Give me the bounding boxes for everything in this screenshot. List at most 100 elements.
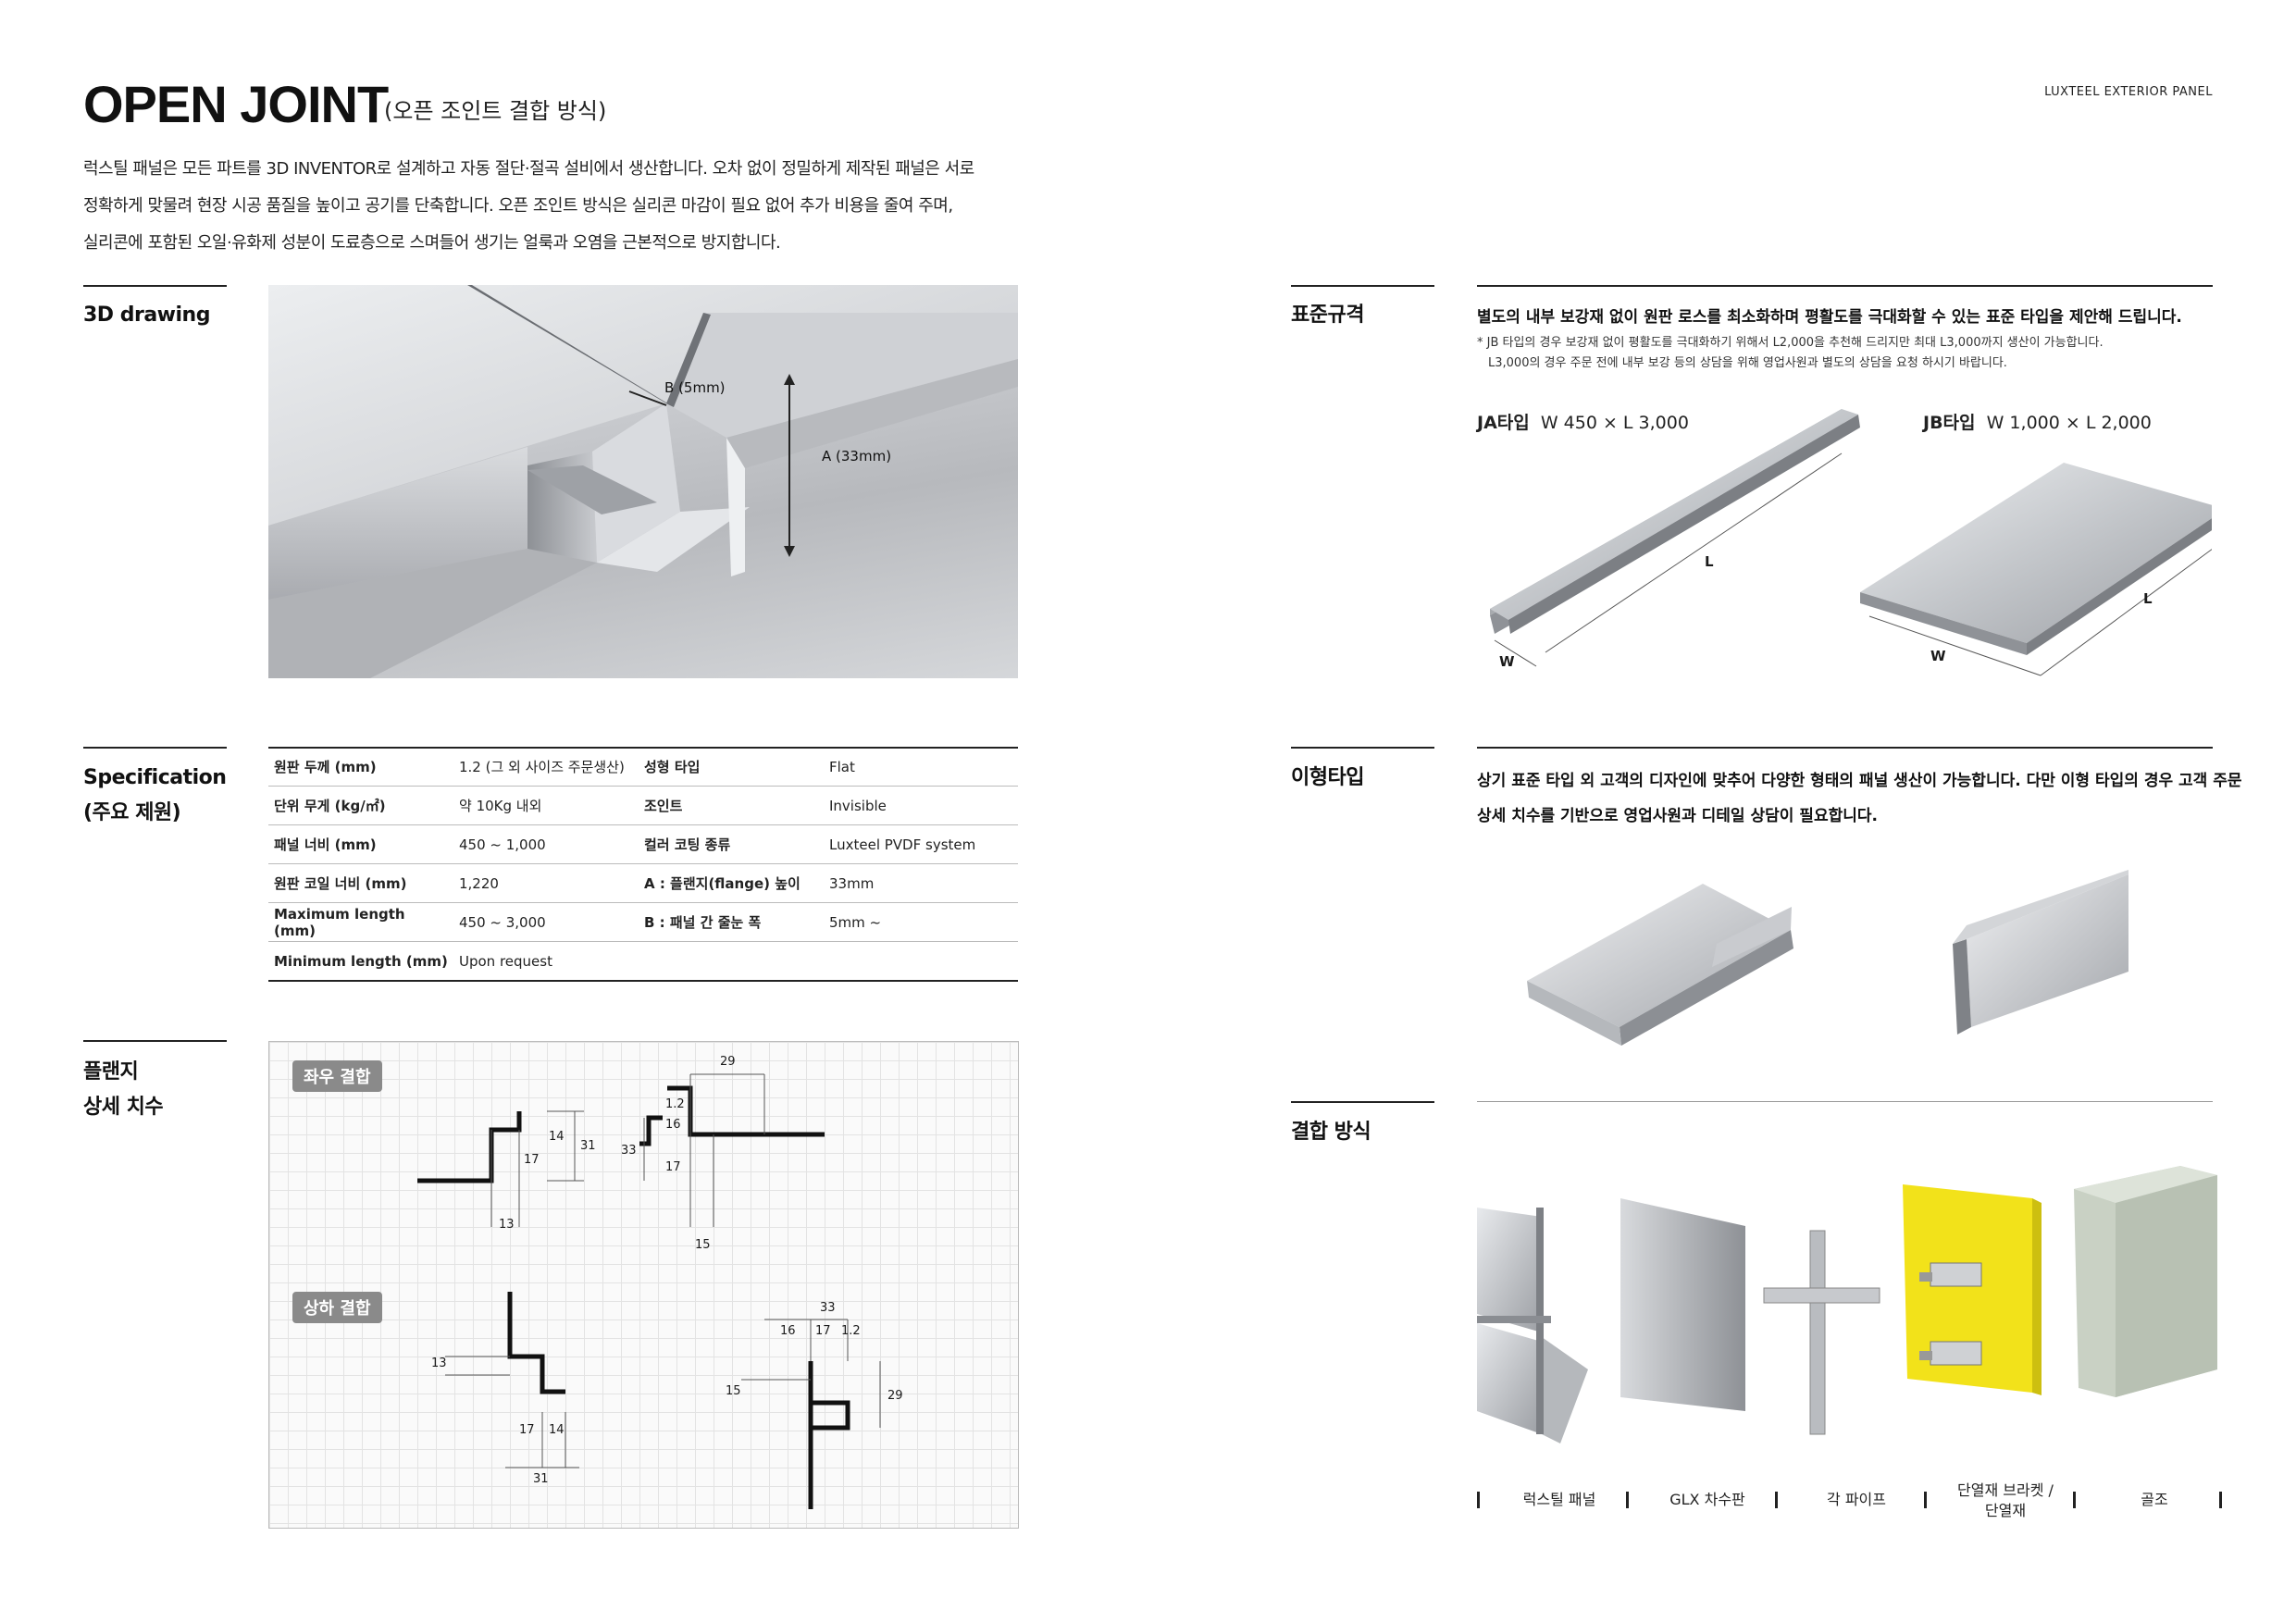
jb-type-size: W 1,000 × L 2,000 bbox=[1986, 413, 2152, 433]
dim-label: 14 bbox=[549, 1423, 565, 1437]
combo-label-bracket-line-2: 단열재 bbox=[1984, 1502, 2027, 1519]
standard-panels-image bbox=[1490, 409, 2212, 676]
dim-label: 17 bbox=[524, 1153, 540, 1167]
table-row: 단위 무게 (kg/㎡) 약 10Kg 내외 조인트 Invisible bbox=[268, 786, 1018, 825]
ja-type-name: JA타입 bbox=[1477, 413, 1530, 433]
intro-line-2: 정확하게 맞물려 현장 시공 품질을 높이고 공기를 단축합니다. 오픈 조인트… bbox=[83, 196, 953, 216]
dim-label: 15 bbox=[726, 1384, 741, 1398]
separator-bar bbox=[2073, 1492, 2076, 1508]
spec-key: Maximum length (mm) bbox=[268, 902, 453, 942]
combo-label-glx-board: GLX 차수판 bbox=[1669, 1491, 1745, 1508]
intro-text: 럭스틸 패널은 모든 파트를 3D INVENTOR로 설계하고 자동 절단·절… bbox=[83, 151, 1027, 262]
irregular-text: 상기 표준 타입 외 고객의 디자인에 맞추어 다양한 형태의 패널 생산이 가… bbox=[1477, 763, 2242, 834]
table-row: 패널 너비 (mm) 450 ~ 1,000 컬러 코팅 종류 Luxteel … bbox=[268, 824, 1018, 864]
section-rule bbox=[83, 285, 227, 287]
dim-label: 29 bbox=[720, 1055, 736, 1069]
3d-drawing-image: B (5mm) A (33mm) bbox=[268, 285, 1018, 678]
spec-key: Minimum length (mm) bbox=[268, 941, 453, 982]
combination-image bbox=[1477, 1166, 2217, 1443]
section-rule bbox=[1477, 747, 2213, 749]
dim-label: 33 bbox=[621, 1144, 637, 1158]
ja-dim-w: W bbox=[1499, 653, 1515, 670]
irregular-line-2: 상세 치수를 기반으로 영업사원과 디테일 상담이 필요합니다. bbox=[1477, 807, 1878, 825]
standard-note-1: * JB 타입의 경우 보강재 없이 평활도를 극대화하기 위해서 L2,000… bbox=[1477, 336, 2104, 350]
section-label-specification: Specification (주요 제원) bbox=[83, 761, 227, 831]
section-rule bbox=[1291, 285, 1434, 287]
section-label-standard: 표준규격 bbox=[1291, 304, 1364, 327]
jb-type-name: JB타입 bbox=[1923, 413, 1976, 433]
standard-headline: 별도의 내부 보강재 없이 원판 로스를 최소화하며 평활도를 극대화할 수 있… bbox=[1477, 308, 2182, 327]
spec-key: 성형 타입 bbox=[639, 748, 824, 787]
section-rule bbox=[1291, 747, 1434, 749]
dim-label: 29 bbox=[887, 1389, 903, 1403]
spec-label-line-2: (주요 제원) bbox=[83, 801, 181, 824]
page-subtitle: (오픈 조인트 결합 방식) bbox=[384, 98, 607, 124]
spec-key: A : 플랜지(flange) 높이 bbox=[639, 863, 824, 903]
dim-label: 17 bbox=[519, 1423, 535, 1437]
jb-dim-l: L bbox=[2143, 590, 2153, 607]
separator-bar bbox=[1626, 1492, 1629, 1508]
spec-value: 1,220 bbox=[453, 863, 639, 903]
separator-bar bbox=[1775, 1492, 1778, 1508]
spec-key: 원판 두께 (mm) bbox=[268, 748, 453, 787]
luxteel-panel-illustration bbox=[1477, 1208, 1588, 1443]
table-row: Maximum length (mm) 450 ~ 3,000 B : 패널 간… bbox=[268, 902, 1018, 942]
spec-key bbox=[639, 941, 824, 982]
section-rule bbox=[1477, 1101, 2213, 1102]
spec-value: 5mm ~ bbox=[824, 902, 1018, 942]
table-row: 원판 두께 (mm) 1.2 (그 외 사이즈 주문생산) 성형 타입 Flat bbox=[268, 748, 1018, 787]
spec-value: Upon request bbox=[453, 941, 639, 982]
dim-label: 17 bbox=[815, 1324, 831, 1338]
dim-label: 1.2 bbox=[665, 1097, 685, 1111]
spec-key: 조인트 bbox=[639, 786, 824, 825]
square-pipe-illustration bbox=[1763, 1230, 1880, 1435]
spec-label-line-1: Specification bbox=[83, 766, 227, 789]
spec-value: 450 ~ 3,000 bbox=[453, 902, 639, 942]
flange-label-line-1: 플랜지 bbox=[83, 1060, 139, 1084]
section-label-combination: 결합 방식 bbox=[1291, 1121, 1371, 1144]
intro-line-1: 럭스틸 패널은 모든 파트를 3D INVENTOR로 설계하고 자동 절단·절… bbox=[83, 159, 974, 179]
combo-label-bracket-insulation: 단열재 브라켓 / 단열재 bbox=[1936, 1481, 2075, 1521]
dim-label: 16 bbox=[780, 1324, 796, 1338]
section-rule bbox=[1477, 285, 2213, 287]
table-row: 원판 코일 너비 (mm) 1,220 A : 플랜지(flange) 높이 3… bbox=[268, 863, 1018, 903]
jb-dim-w: W bbox=[1930, 648, 1946, 664]
page-title: OPEN JOINT bbox=[83, 75, 389, 133]
brand-label: LUXTEEL EXTERIOR PANEL bbox=[2044, 85, 2213, 99]
dim-label: 13 bbox=[431, 1357, 447, 1370]
section-label-flange: 플랜지 상세 치수 bbox=[83, 1055, 164, 1125]
combo-label-luxteel-panel: 럭스틸 패널 bbox=[1522, 1491, 1596, 1508]
spec-key: 패널 너비 (mm) bbox=[268, 824, 453, 864]
irregular-line-1: 상기 표준 타입 외 고객의 디자인에 맞추어 다양한 형태의 패널 생산이 가… bbox=[1477, 772, 2242, 790]
dim-label: 15 bbox=[695, 1238, 711, 1252]
ja-type-label: JA타입 W 450 × L 3,000 bbox=[1477, 409, 1689, 434]
bracket-insulation-illustration bbox=[1903, 1184, 2042, 1395]
spec-value: Flat bbox=[824, 748, 1018, 787]
separator-bar bbox=[1924, 1492, 1927, 1508]
dim-label: 33 bbox=[820, 1301, 836, 1315]
jb-type-label: JB타입 W 1,000 × L 2,000 bbox=[1923, 409, 2152, 434]
dim-b-label: B (5mm) bbox=[664, 379, 726, 396]
glx-board-illustration bbox=[1620, 1198, 1745, 1411]
irregular-panels-image bbox=[1527, 870, 2128, 1046]
intro-line-3: 실리콘에 포함된 오일·유화제 성분이 도료층으로 스며들어 생기는 얼룩과 오… bbox=[83, 233, 781, 253]
section-rule bbox=[83, 747, 227, 749]
spec-key: 컬러 코팅 종류 bbox=[639, 824, 824, 864]
spec-key: 단위 무게 (kg/㎡) bbox=[268, 786, 453, 825]
section-rule bbox=[83, 1040, 227, 1042]
combo-label-frame: 골조 bbox=[2141, 1491, 2168, 1508]
spec-key: 원판 코일 너비 (mm) bbox=[268, 863, 453, 903]
spec-table: 원판 두께 (mm) 1.2 (그 외 사이즈 주문생산) 성형 타입 Flat… bbox=[268, 748, 1018, 982]
spec-value: Invisible bbox=[824, 786, 1018, 825]
ja-dim-l: L bbox=[1705, 553, 1714, 570]
dim-label: 1.2 bbox=[841, 1324, 861, 1338]
dim-label: 17 bbox=[665, 1160, 681, 1174]
section-label-irregular: 이형타입 bbox=[1291, 766, 1364, 789]
flange-label-line-2: 상세 치수 bbox=[83, 1096, 164, 1119]
flange-profiles bbox=[417, 1073, 881, 1509]
combo-label-bracket-line-1: 단열재 브라켓 / bbox=[1957, 1481, 2054, 1499]
dim-label: 16 bbox=[665, 1118, 681, 1132]
tag-left-right-joint: 좌우 결합 bbox=[292, 1060, 382, 1092]
flange-diagram: 좌우 결합 상하 결합 bbox=[268, 1041, 1019, 1529]
spec-value bbox=[824, 941, 1018, 982]
